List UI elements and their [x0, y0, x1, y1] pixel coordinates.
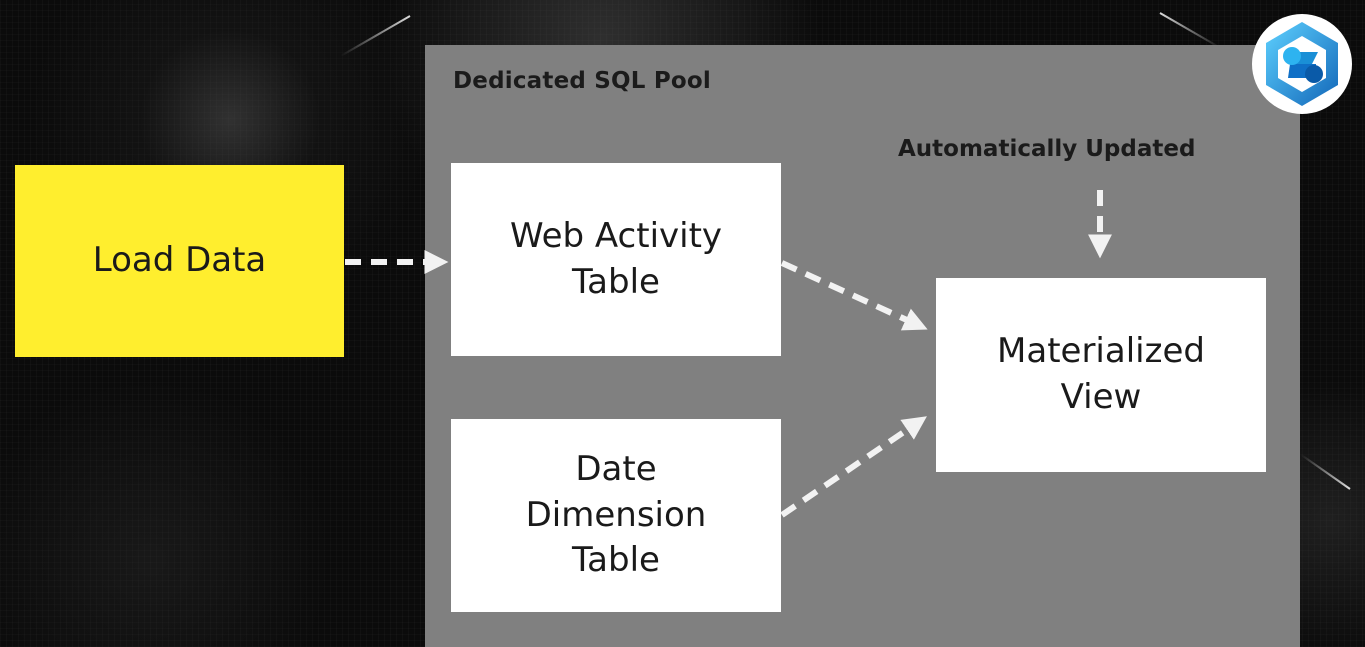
date-dimension-table-label: Date Dimension Table: [525, 448, 707, 581]
materialized-view-label: Materialized View: [997, 331, 1205, 417]
automatically-updated-label: Automatically Updated: [898, 136, 1196, 162]
load-data-label: Load Data: [92, 240, 267, 281]
azure-synapse-analytics-icon: [1252, 14, 1352, 114]
web-activity-table-label: Web Activity Table: [509, 215, 723, 302]
load-data-box: Load Data: [15, 165, 344, 357]
date-dimension-table-box: Date Dimension Table: [451, 419, 781, 612]
pool-title: Dedicated SQL Pool: [453, 68, 711, 94]
arrow-web-to-view: [780, 260, 928, 331]
materialized-view-box: Materialized View: [936, 278, 1266, 472]
arrow-date-to-view: [780, 416, 927, 518]
web-activity-table-box: Web Activity Table: [451, 163, 781, 356]
